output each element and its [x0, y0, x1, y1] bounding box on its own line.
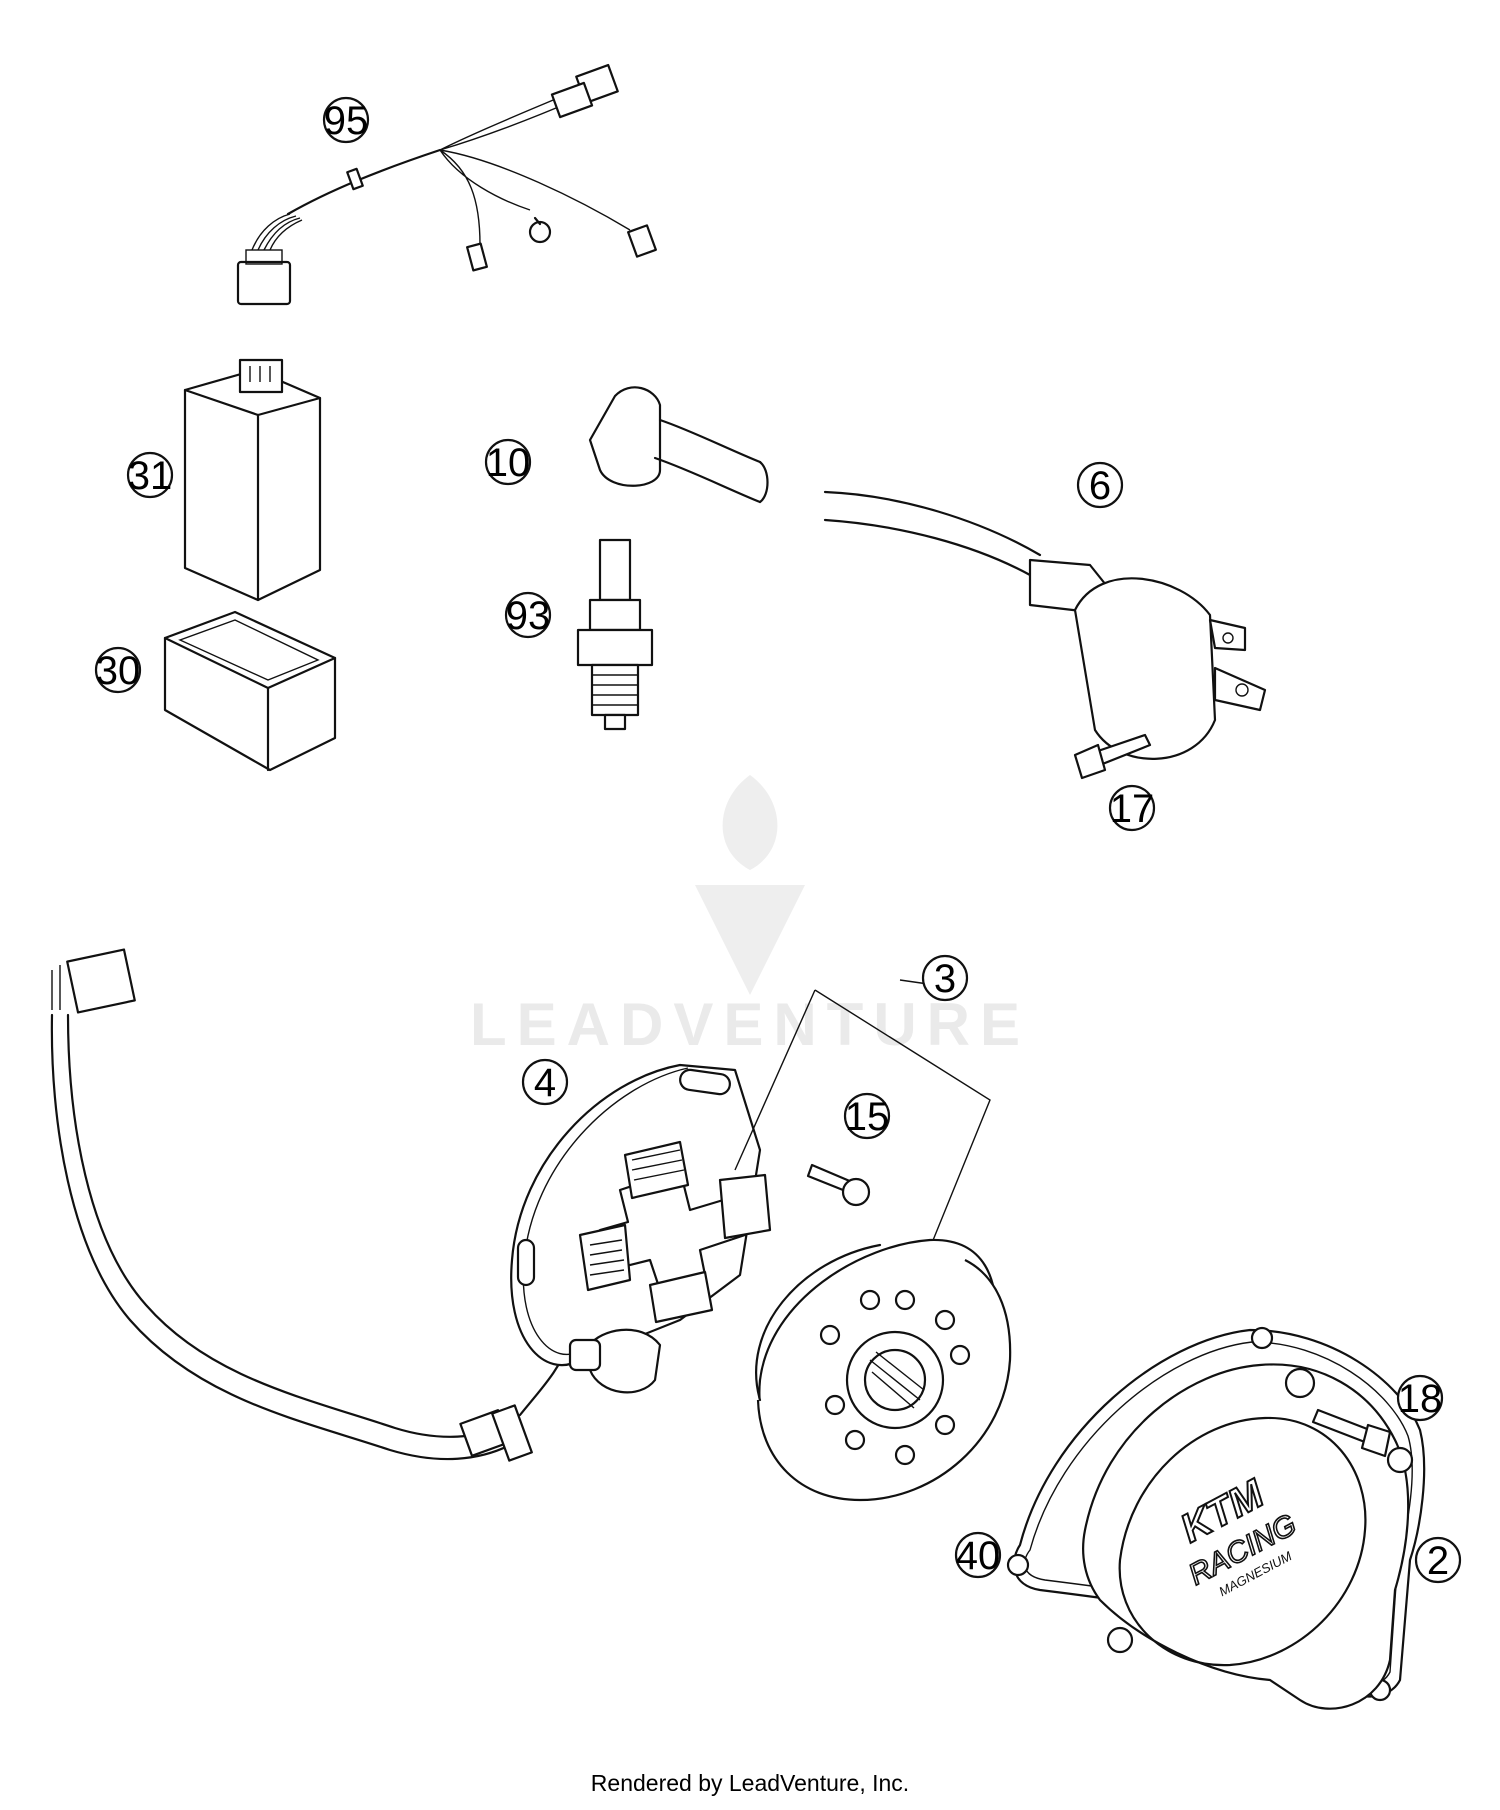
- callout-30[interactable]: 30: [94, 646, 142, 694]
- ignition-cover-part[interactable]: KTM RACING MAGNESIUM: [1082, 1363, 1414, 1710]
- svg-text:30: 30: [96, 649, 141, 693]
- callout-3[interactable]: 3: [921, 954, 969, 1002]
- rotor-part[interactable]: [755, 1238, 1012, 1502]
- coil-bolt-part[interactable]: [1073, 733, 1152, 780]
- callout-2[interactable]: 2: [1414, 1536, 1462, 1584]
- wiring-harness-part[interactable]: [236, 63, 657, 306]
- svg-text:31: 31: [128, 454, 173, 498]
- svg-text:40: 40: [956, 1534, 1001, 1578]
- spark-plug-cap-part[interactable]: [588, 386, 769, 504]
- stator-screw-part[interactable]: [806, 1163, 871, 1207]
- spark-plug-part[interactable]: [576, 538, 654, 731]
- callout-18[interactable]: 18: [1396, 1374, 1444, 1422]
- callout-10[interactable]: 10: [484, 438, 532, 486]
- svg-text:15: 15: [845, 1095, 890, 1139]
- stator-cable-part[interactable]: [50, 948, 572, 1462]
- cdi-unit-part[interactable]: [183, 358, 322, 602]
- callout-6[interactable]: 6: [1076, 461, 1124, 509]
- svg-text:95: 95: [324, 99, 369, 143]
- callout-93[interactable]: 93: [504, 591, 552, 639]
- watermark-text: LEADVENTURE: [470, 991, 1030, 1058]
- svg-text:93: 93: [506, 594, 551, 638]
- svg-text:18: 18: [1398, 1377, 1443, 1421]
- svg-text:17: 17: [1110, 787, 1155, 831]
- watermark: LEADVENTURE: [470, 775, 1030, 1058]
- stator-plate-part[interactable]: [510, 1063, 772, 1394]
- footer-credit: Rendered by LeadVenture, Inc.: [590, 1770, 910, 1796]
- callout-4[interactable]: 4: [521, 1058, 569, 1106]
- svg-text:4: 4: [534, 1061, 556, 1105]
- callout-95[interactable]: 95: [322, 96, 370, 144]
- svg-text:2: 2: [1427, 1539, 1449, 1583]
- cover-screw-part[interactable]: [1311, 1408, 1392, 1458]
- svg-text:3: 3: [934, 957, 956, 1001]
- callout-17[interactable]: 17: [1108, 784, 1156, 832]
- svg-text:10: 10: [486, 441, 531, 485]
- callout-15[interactable]: 15: [843, 1092, 891, 1140]
- cdi-holder-part[interactable]: [163, 610, 337, 772]
- ignition-coil-part[interactable]: [823, 490, 1267, 760]
- svg-text:6: 6: [1089, 464, 1111, 508]
- callout-40[interactable]: 40: [954, 1531, 1002, 1579]
- callout-31[interactable]: 31: [126, 451, 174, 499]
